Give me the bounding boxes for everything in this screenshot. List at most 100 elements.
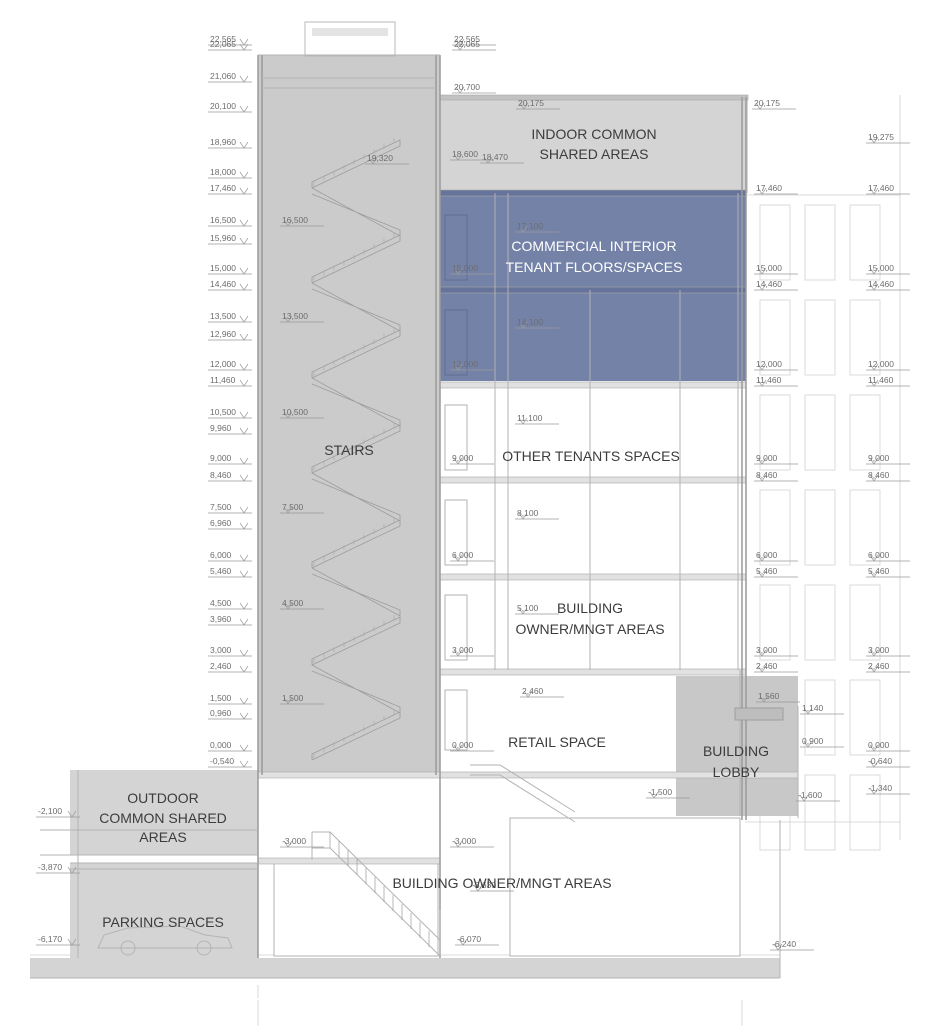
level-value: 1,560 (758, 691, 780, 701)
label-retail: RETAIL SPACE (508, 734, 606, 750)
level-value: 8,100 (517, 508, 539, 518)
label-owner-upper-1: BUILDING (557, 600, 623, 616)
level-value: 12,000 (868, 359, 894, 369)
level-value: 6,000 (868, 550, 890, 560)
level-marker: 0,900 (800, 736, 844, 748)
level-marker: -3,870 (36, 862, 80, 874)
stair-flight-up (311, 616, 401, 666)
level-value: 0,960 (210, 708, 232, 718)
level-marker: 12,000 (208, 359, 252, 371)
facade-window (759, 584, 791, 661)
level-value: 11,460 (210, 375, 236, 385)
level-value: 2,460 (868, 661, 890, 671)
level-value: 15,000 (452, 263, 478, 273)
facade-window (759, 204, 791, 281)
level-value: -3,000 (282, 836, 306, 846)
level-marker: 12,000 (450, 359, 494, 371)
stair-flight-down (311, 664, 401, 714)
level-marker: 6,000 (754, 550, 798, 562)
stair-flight-down (311, 567, 401, 617)
level-value: 4,500 (210, 598, 232, 608)
level-marker: 22,065 (208, 39, 252, 51)
level-value: 8,460 (210, 470, 232, 480)
level-marker: -6,170 (36, 934, 80, 946)
level-marker: 16,500 (208, 215, 252, 227)
level-marker: 2,460 (208, 661, 252, 673)
level-value: 14,460 (210, 279, 236, 289)
level-value: 22,065 (210, 39, 236, 49)
level-marker: 3,000 (866, 645, 910, 657)
level-value: 16,500 (210, 215, 236, 225)
level-value: 17,460 (756, 183, 782, 193)
level-value: -6,070 (457, 934, 481, 944)
level-marker: 0,000 (450, 740, 494, 752)
level-value: 13,500 (210, 311, 236, 321)
level-marker: 9,960 (208, 423, 252, 435)
level-marker: 9,000 (754, 453, 798, 465)
level-marker: 8,100 (515, 508, 559, 520)
level-value: 1,500 (210, 693, 232, 703)
level-marker: 18,960 (208, 137, 252, 149)
level-value: 9,000 (868, 453, 890, 463)
level-value: 20,175 (754, 98, 780, 108)
floor-slab (439, 476, 747, 484)
level-value: 2,460 (756, 661, 778, 671)
level-value: 3,000 (452, 645, 474, 655)
label-outdoor-common-3: AREAS (139, 829, 186, 845)
level-value: 5,460 (868, 566, 890, 576)
level-marker: 10,500 (280, 407, 324, 419)
level-value: 19,275 (868, 132, 894, 142)
level-marker: 17,460 (866, 183, 910, 195)
level-marker: 2,460 (866, 661, 910, 673)
label-owner-upper-2: OWNER/MNGT AREAS (515, 621, 664, 637)
level-value: 15,960 (210, 233, 236, 243)
level-marker: 4,500 (208, 598, 252, 610)
level-marker: 21,060 (208, 71, 252, 83)
level-value: 18,000 (210, 167, 236, 177)
level-value: 3,000 (756, 645, 778, 655)
level-value: 18,470 (482, 152, 508, 162)
level-marker: 1,140 (800, 703, 844, 715)
facade-window (849, 394, 881, 471)
facade-window (849, 489, 881, 566)
level-value: 18,960 (210, 137, 236, 147)
level-value: 8,460 (756, 470, 778, 480)
level-marker: 17,460 (754, 183, 798, 195)
zone-labels: INDOOR COMMON SHARED AREAS COMMERCIAL IN… (99, 126, 769, 930)
level-marks-left: 22,56522,06521,06020,10018,96018,00017,4… (36, 34, 252, 946)
level-value: 6,960 (210, 518, 232, 528)
level-marker: 13,500 (280, 311, 324, 323)
level-marker: 3,000 (754, 645, 798, 657)
level-marker: 6,000 (208, 550, 252, 562)
level-marker: 19,320 (365, 153, 409, 165)
level-value: -0,640 (868, 756, 892, 766)
facade-window (804, 489, 836, 566)
level-marker: 14,100 (515, 317, 559, 329)
level-marker: 11,460 (208, 375, 252, 387)
level-value: 15,000 (756, 263, 782, 273)
facade-window (759, 299, 791, 376)
level-value: 1,500 (282, 693, 304, 703)
level-value: 12,960 (210, 329, 236, 339)
level-marker: 11,460 (754, 375, 798, 387)
level-value: -1,600 (798, 790, 822, 800)
level-marker: -0,540 (208, 756, 252, 768)
facade-window (849, 299, 881, 376)
label-commercial-1: COMMERCIAL INTERIOR (511, 238, 676, 254)
level-value: 17,100 (517, 221, 543, 231)
level-marker: 5,460 (754, 566, 798, 578)
level-marker: -1,500 (646, 787, 690, 799)
level-marker: 7,500 (208, 502, 252, 514)
facade-window (849, 679, 881, 756)
level-value: -3,630 (472, 880, 496, 890)
level-value: 22,565 (454, 34, 480, 44)
level-marker: 6,960 (208, 518, 252, 530)
level-marker: 20,175 (752, 98, 796, 110)
label-owner-basement: BUILDING OWNER/MNGT AREAS (392, 875, 611, 891)
level-value: 10,500 (282, 407, 308, 417)
level-value: 18,600 (452, 149, 478, 159)
level-value: 5,460 (756, 566, 778, 576)
level-marker: 5,460 (866, 566, 910, 578)
level-value: 6,000 (756, 550, 778, 560)
